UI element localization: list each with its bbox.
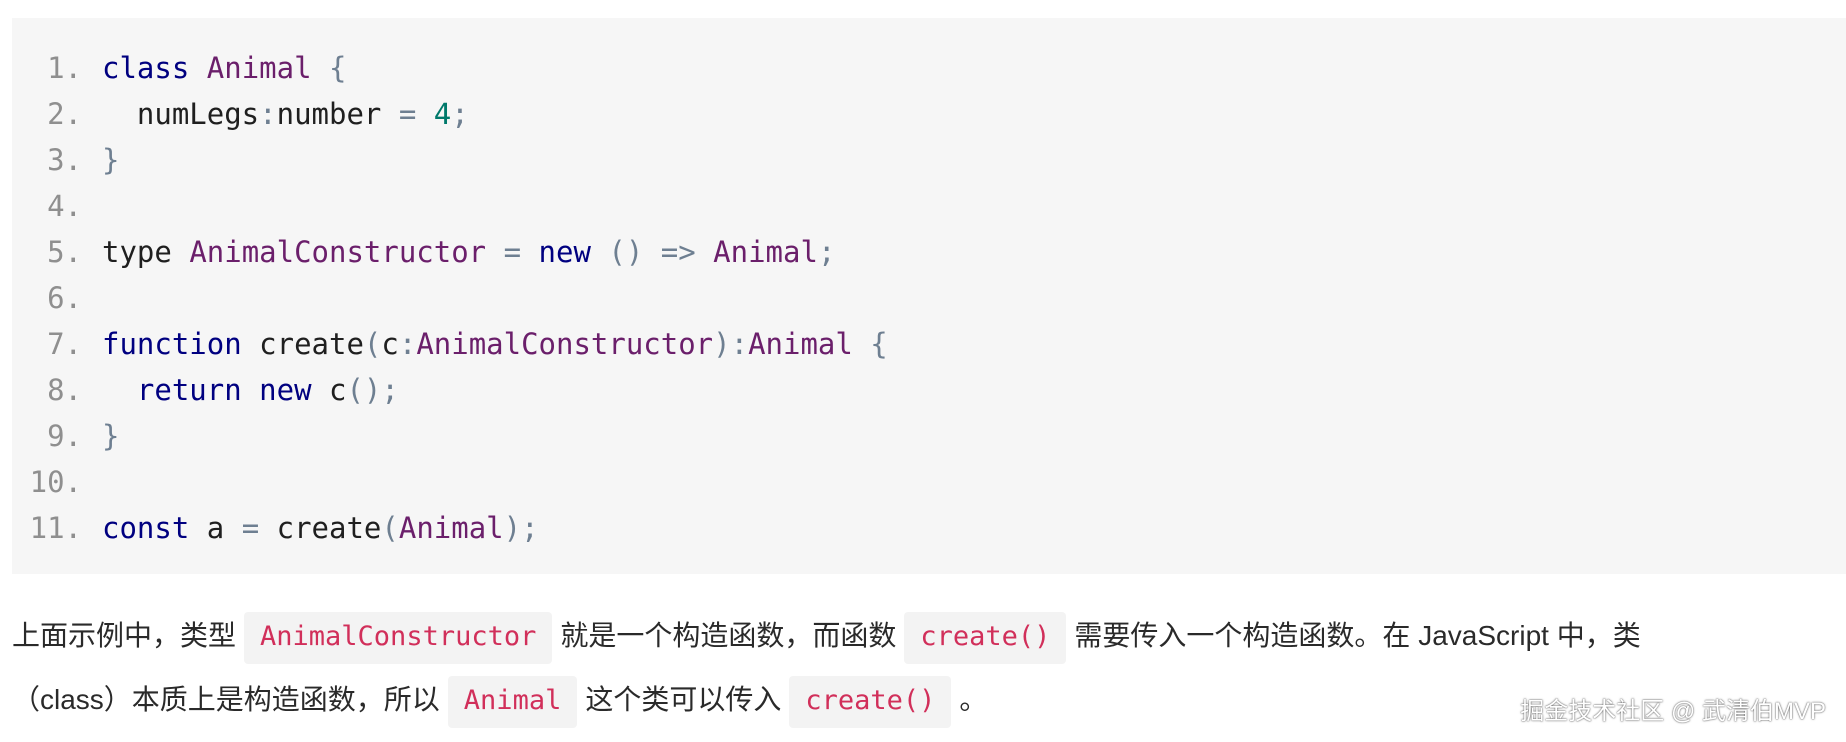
code-line: 6. <box>12 275 1846 321</box>
line-number: 6. <box>47 281 82 315</box>
inline-code-create: create() <box>904 611 1067 664</box>
code-token: Animal <box>713 235 818 269</box>
inline-code-animal: Animal <box>447 675 578 728</box>
code-token: Animal <box>206 51 312 85</box>
code-token: create <box>259 511 382 545</box>
line-number: 8. <box>47 373 82 407</box>
line-number: 3. <box>47 143 82 177</box>
code-token: ; <box>451 97 469 131</box>
code-token: Animal <box>398 511 504 545</box>
watermark: 掘金技术社区 @ 武清伯MVP <box>1520 698 1826 725</box>
line-number: 9. <box>47 419 82 453</box>
code-token: ; <box>817 235 836 269</box>
line-number: 5. <box>47 235 82 269</box>
code-token: AnimalConstructor <box>189 235 487 269</box>
line-number: 4. <box>47 189 82 223</box>
code-token: function <box>102 327 242 361</box>
code-token: { <box>870 327 888 361</box>
code-text: } <box>102 137 119 183</box>
code-token <box>416 97 433 131</box>
code-text: function create(c:AnimalConstructor):Ani… <box>102 321 888 367</box>
inline-code-animalconstructor: AnimalConstructor <box>244 611 553 664</box>
code-token <box>521 235 538 269</box>
text-span: （class）本质上是构造函数，所以 <box>12 684 440 715</box>
code-token <box>591 235 608 269</box>
code-token: a <box>189 511 242 545</box>
code-text: type AnimalConstructor = new () => Anima… <box>102 229 835 275</box>
code-token: = <box>503 235 522 269</box>
code-token: type <box>102 235 190 269</box>
code-token: } <box>102 419 120 453</box>
code-token: numLegs <box>102 97 260 131</box>
code-line: 5. type AnimalConstructor = new () => Ani… <box>12 229 1846 275</box>
code-token: c <box>381 327 399 361</box>
code-token <box>189 51 206 85</box>
code-token: Animal <box>748 327 853 361</box>
code-token: 4 <box>433 97 452 131</box>
code-line: 11. const a = create(Animal); <box>12 505 1846 551</box>
code-token: ) <box>713 327 731 361</box>
text-span: 。 <box>959 684 988 715</box>
code-token: (); <box>346 373 399 407</box>
code-token: const <box>102 511 190 545</box>
code-block: 1.class Animal {2. numLegs:number = 4;3.… <box>12 18 1846 574</box>
line-number: 2. <box>47 97 82 131</box>
code-line: 1. class Animal { <box>12 45 1846 91</box>
code-text: const a = create(Animal); <box>102 505 539 551</box>
code-token: new <box>538 235 591 269</box>
code-token: : <box>730 327 749 361</box>
code-token <box>643 235 660 269</box>
code-token: return <box>136 373 242 407</box>
code-text: } <box>102 413 119 459</box>
code-token: } <box>102 143 120 177</box>
code-token <box>102 373 137 407</box>
code-line: 8. return new c(); <box>12 367 1846 413</box>
code-token: ( <box>363 327 382 361</box>
code-token: () <box>608 235 644 269</box>
inline-code-create: create() <box>789 675 952 728</box>
code-line: 10. <box>12 459 1846 505</box>
line-number: 10. <box>29 465 82 499</box>
code-token <box>242 373 259 407</box>
code-token: c <box>311 373 347 407</box>
code-token: = <box>241 511 260 545</box>
code-line: 3.} <box>12 137 1846 183</box>
text-span: 就是一个构造函数，而函数 <box>560 620 897 651</box>
code-token: number <box>276 97 382 131</box>
code-token <box>853 327 870 361</box>
code-line: 7.function create(c:AnimalConstructor):A… <box>12 321 1846 367</box>
code-text: return new c(); <box>102 367 399 413</box>
code-line: 4. <box>12 183 1846 229</box>
line-number: 1. <box>47 51 82 85</box>
line-number: 11. <box>29 511 82 545</box>
line-number: 7. <box>47 327 82 361</box>
code-line: 2. numLegs:number = 4; <box>12 91 1846 137</box>
code-token: class <box>102 51 190 85</box>
code-token: new <box>259 373 312 407</box>
code-line: 9.} <box>12 413 1846 459</box>
text-span: 上面示例中，类型 <box>12 620 237 651</box>
code-text: class Animal { <box>102 45 346 91</box>
text-span: 这个类可以传入 <box>585 684 782 715</box>
code-token <box>486 235 503 269</box>
code-token: AnimalConstructor <box>416 327 714 361</box>
code-token: create <box>241 327 364 361</box>
code-token <box>312 51 329 85</box>
code-token: => <box>660 235 696 269</box>
code-token: : <box>259 97 277 131</box>
code-text: numLegs:number = 4; <box>102 91 469 137</box>
text-span: 需要传入一个构造函数。在 JavaScript 中，类 <box>1074 620 1641 651</box>
code-token <box>696 235 713 269</box>
code-token: { <box>329 51 347 85</box>
code-token <box>381 97 398 131</box>
code-token: ( <box>381 511 399 545</box>
code-token: : <box>398 327 417 361</box>
code-token: = <box>398 97 417 131</box>
code-token: ); <box>503 511 539 545</box>
